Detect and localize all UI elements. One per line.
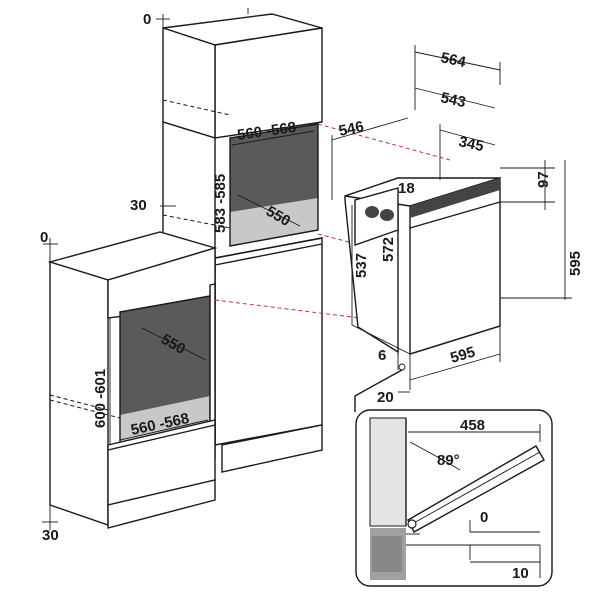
base-cabinet (47, 231, 218, 529)
alignment-lines (214, 123, 451, 319)
dim-oven-front-offset: 20 (377, 389, 394, 406)
dim-tall-side-offset: 30 (130, 197, 147, 214)
door-detail-callout: 458 89° 0 10 (354, 369, 553, 587)
oven (344, 177, 501, 355)
dim-oven-total-height: 595 (567, 251, 584, 276)
dim-oven-bottom-gap: 6 (378, 347, 386, 364)
dim-tall-top-offset: 0 (143, 11, 151, 28)
dim-oven-panel-depth: 546 (337, 118, 365, 140)
dim-tall-niche-height: 583 -585 (212, 174, 229, 233)
dim-oven-rear-depth: 345 (457, 133, 485, 155)
dim-oven-body-depth: 543 (439, 89, 467, 111)
oven-dimensions: 564 543 546 345 18 97 595 537 572 6 (331, 45, 584, 406)
dim-base-top-offset: 0 (40, 229, 48, 246)
dim-oven-width: 595 (448, 344, 477, 367)
dim-base-bottom-offset: 30 (42, 527, 59, 544)
dim-door-zero: 0 (480, 509, 488, 526)
dim-oven-total-depth: 564 (439, 49, 468, 71)
dim-base-niche-height: 600 -601 (92, 369, 109, 428)
dim-door-clearance: 10 (512, 565, 529, 582)
dim-door-open-depth: 458 (460, 417, 485, 434)
dim-door-angle: 89° (437, 452, 460, 469)
dim-oven-panel-top: 97 (535, 171, 552, 188)
dim-oven-top-small: 18 (398, 180, 415, 197)
dim-oven-body-height: 537 (353, 253, 370, 278)
dim-oven-body-height2: 572 (380, 237, 397, 262)
